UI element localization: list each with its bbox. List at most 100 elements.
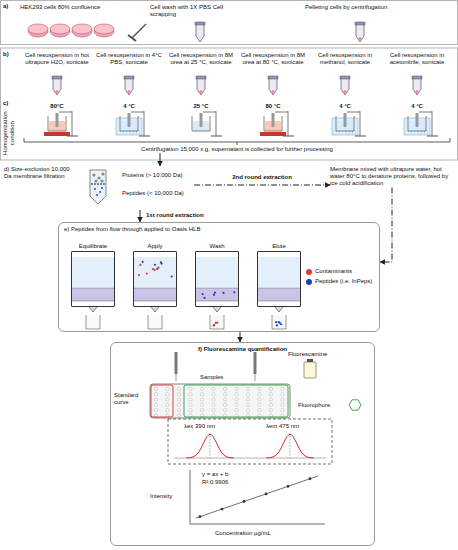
peptide-dot [160,262,162,264]
well [269,393,272,396]
well [269,403,272,406]
stand-base [427,136,438,137]
peptide-dot [101,187,103,189]
peptide-dot [280,323,282,325]
sample-tube [56,113,59,127]
well [258,403,261,406]
standard-curve-outline [151,385,173,417]
tube-cap [196,76,206,79]
culture-dish-lid [28,24,48,34]
well [177,393,180,396]
well [166,387,169,390]
spe-cartridge: Equilibrate [71,251,115,307]
sorbent-bed [72,288,114,301]
annotation: Fluorophore [298,402,330,409]
node-text: Cell resuspension in methanol, sonicate [312,52,378,66]
frit [134,301,176,302]
condition-column: Cell resuspension in methanol, sonicate 4… [312,52,378,110]
spectrum-frame [168,419,332,464]
annotation: Intensity [150,493,186,500]
legend-row: Peptides (i.e. InPeps) [306,278,378,285]
pipette [254,352,257,374]
ice-cube [425,131,428,134]
node-text: HEK293 cells 80% confluence [20,4,130,11]
well [258,393,261,396]
annotation: y = ax + b [202,471,228,478]
stand [72,111,73,136]
protein-dot [101,172,104,175]
peptide-dot [214,292,216,294]
tube [356,24,364,42]
bottle-cap [307,359,313,362]
well [200,403,203,406]
stand-base [355,136,366,137]
temperature-label: 4 °C [384,103,450,110]
cell-pellet [271,90,275,94]
node-text: Equilibrate [60,243,126,250]
stand [432,111,433,136]
well [281,387,284,390]
well [154,393,157,396]
stand-arm [203,112,216,113]
well [246,403,249,406]
temperature-label: 4 °C [312,103,378,110]
well [269,409,272,412]
annotation: Samples [200,374,223,381]
sample-tube [272,113,275,127]
ice-cube [124,131,127,134]
stand-arm [59,112,72,113]
sorbent-bed [196,288,238,301]
annotation: λex 390 nm [184,423,215,430]
sample-tube [200,113,203,127]
contaminant-dot [138,274,140,276]
well [235,387,238,390]
frit [196,288,238,289]
condition-column: Cell resuspension in 8M urea at 25 °C, s… [168,52,234,110]
well [212,387,215,390]
tube [196,24,204,42]
legend-swatch [306,269,312,275]
data-point [265,493,268,496]
stand [360,111,361,136]
ice-cube [340,131,343,134]
temperature-label: 80 °C [240,103,306,110]
well [189,387,192,390]
collection-tube [272,315,286,329]
annotation: Concentration µg/mL [215,530,271,537]
flow-arrow [380,188,392,262]
edge-label: 2nd round extraction [231,174,293,181]
well [281,403,284,406]
well [223,409,226,412]
node-text: Cell resuspension in acetonitrile, sonic… [384,52,450,66]
cell-pellet [55,90,59,94]
well-plate [150,384,290,418]
frit [258,288,300,289]
annotation: Peptides (< 10,000 Da) [122,190,188,197]
protein-dot [97,176,100,179]
solvent [134,257,176,287]
well [281,409,284,412]
collection-tube [148,315,162,329]
stand-base [283,136,294,137]
data-point [309,477,312,480]
process-step: Centrifugation 15,000 x g, supernatant i… [117,146,357,153]
x-axis [190,524,325,525]
contaminant-dot [146,272,148,274]
stand-arm [275,112,288,113]
well [235,398,238,401]
tube-cap [195,22,205,25]
spe-cartridge: Wash [195,251,239,307]
filter-tube [90,170,106,204]
temperature-label: 25 °C [168,103,234,110]
stand [144,111,145,136]
contaminant-dot [213,325,215,327]
data-point [287,485,290,488]
annotation: λem 475 nm [266,423,299,430]
pipette [175,352,178,374]
tube [125,78,133,95]
node-text: Cell resuspension in 4°C PBS, sonicate [96,52,162,66]
frit [258,301,300,302]
fluorophore-molecule [349,400,361,410]
